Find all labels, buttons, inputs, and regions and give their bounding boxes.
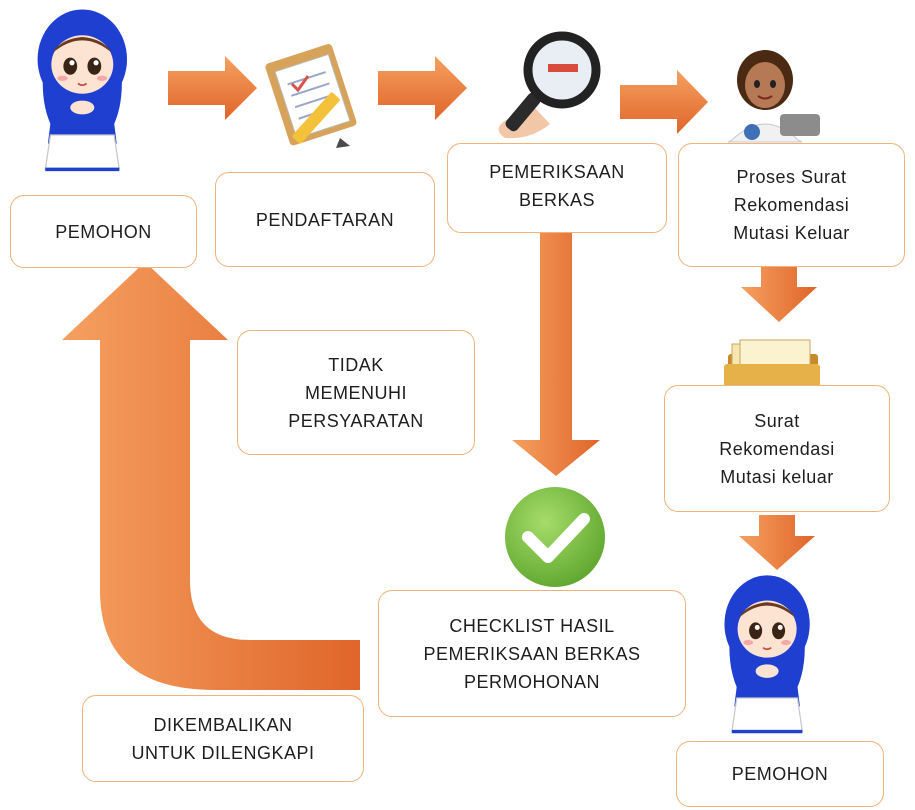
label-surat-line3: Mutasi keluar [720,466,834,487]
arrow-down-checklist [512,232,600,476]
office-worker-icon [727,50,820,143]
magnifying-glass-icon [498,31,601,139]
label-surat-line1: Surat [754,410,800,431]
arrow-down-pemohon [739,515,815,570]
arrow-right-3 [620,70,708,134]
hijab-girl-icon [722,573,812,734]
green-check-icon [505,487,605,587]
arrow-return-curved [62,262,360,690]
label-pendaftaran: PENDAFTARAN [255,209,395,230]
label-pemeriksaan-line2: BERKAS [518,190,595,210]
label-checklist-line2: PEMERIKSAAN BERKAS [423,643,641,664]
box-dikembalikan: DIKEMBALIKAN UNTUK DILENGKAPI [82,695,364,782]
label-dikembalikan-line2: UNTUK DILENGKAPI [131,742,315,763]
label-checklist-line1: CHECKLIST HASIL [449,615,615,636]
arrow-right-1 [168,56,257,120]
hijab-girl-icon [35,7,129,172]
box-proses-surat: Proses Surat Rekomendasi Mutasi Keluar [678,143,905,267]
box-pendaftaran: PENDAFTARAN [215,172,435,267]
arrow-down-surat [741,267,817,322]
box-pemohon-start: PEMOHON [10,195,197,268]
label-tidak-line3: PERSYARATAN [288,410,424,431]
box-pemeriksaan-berkas: PEMERIKSAAN BERKAS [447,143,667,233]
label-proses-line2: Rekomendasi [733,195,850,215]
label-proses-line1: Proses Surat [736,167,847,187]
box-tidak-memenuhi: TIDAK MEMENUHI PERSYARATAN [237,330,475,455]
clipboard-pencil-icon [265,44,357,148]
label-tidak-line2: MEMENUHI [305,382,407,403]
label-tidak-line1: TIDAK [328,354,384,375]
label-proses-line3: Mutasi Keluar [733,223,850,243]
box-checklist-hasil: CHECKLIST HASIL PEMERIKSAAN BERKAS PERMO… [378,590,686,717]
label-pemohon-end: PEMOHON [731,764,829,784]
arrow-right-2 [378,56,467,120]
box-pemohon-end: PEMOHON [676,741,884,807]
label-surat-line2: Rekomendasi [719,438,835,459]
label-pemeriksaan-line1: PEMERIKSAAN [489,162,625,182]
label-dikembalikan-line1: DIKEMBALIKAN [153,714,293,735]
label-pemohon-start: PEMOHON [55,221,152,242]
label-checklist-line3: PERMOHONAN [463,671,600,692]
box-surat-rekomendasi: Surat Rekomendasi Mutasi keluar [664,385,890,512]
